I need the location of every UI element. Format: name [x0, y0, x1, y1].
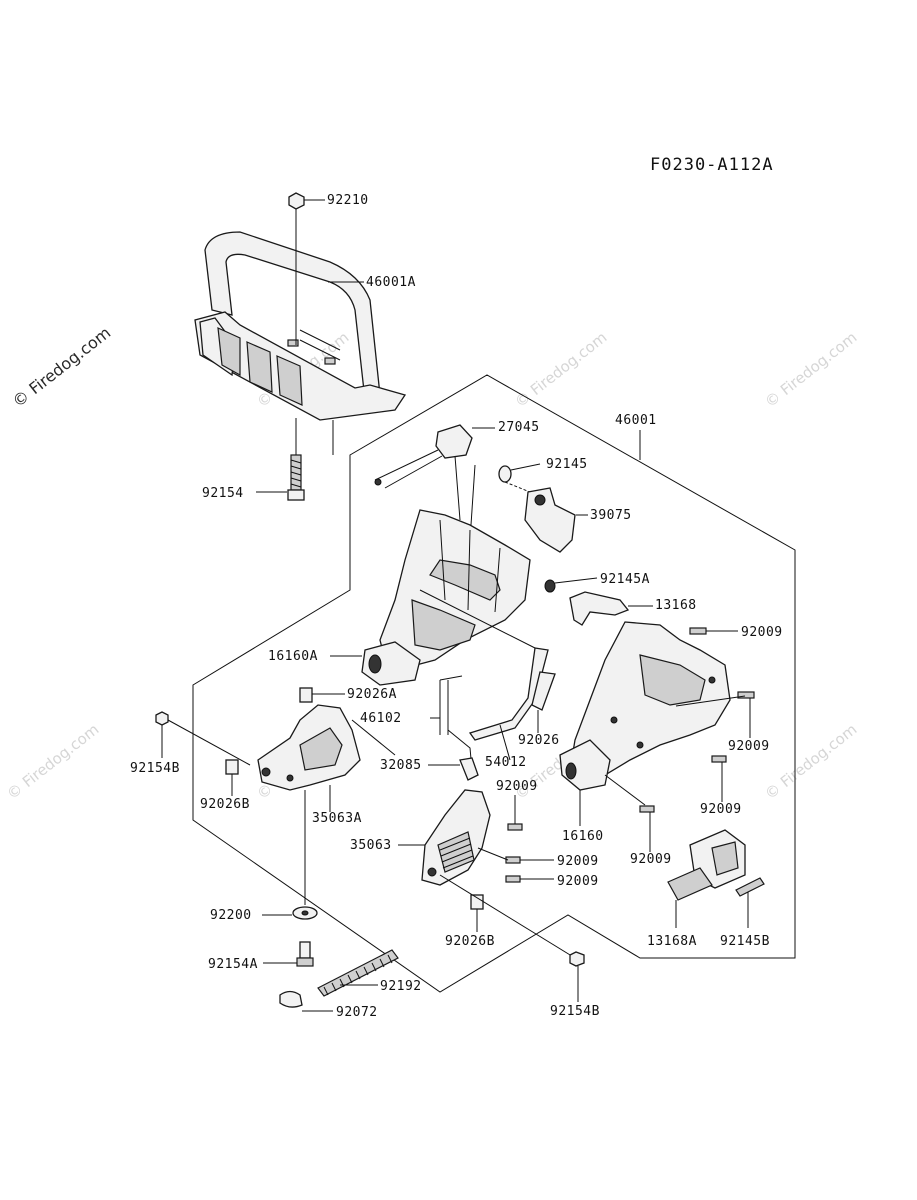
label-35063: 35063: [350, 838, 392, 853]
screw-92009-e: [507, 795, 523, 831]
handle-body-16160: [559, 621, 731, 791]
label-92072: 92072: [336, 1005, 378, 1020]
spring-92145B: [735, 877, 765, 928]
label-32085: 32085: [380, 758, 422, 773]
label-92026A: 92026A: [347, 687, 397, 702]
lever-39075: [524, 487, 576, 553]
watermark-7: © Firedog.com: [761, 720, 860, 803]
switch-wire-27045: [374, 424, 473, 489]
rod-46102: [439, 675, 463, 735]
label-92192: 92192: [380, 979, 422, 994]
clip-92145A: [544, 577, 598, 593]
label-92145B: 92145B: [720, 934, 770, 949]
label-92154: 92154: [202, 486, 244, 501]
watermark-2: © Firedog.com: [511, 328, 610, 411]
bolt-92154A: [263, 941, 314, 967]
clamp-92072: [279, 990, 333, 1012]
collar-92026B-left: [225, 759, 239, 796]
label-92009-f: 92009: [557, 854, 599, 869]
label-13168A: 13168A: [647, 934, 697, 949]
label-54012: 54012: [485, 755, 527, 770]
watermark-4: © Firedog.com: [3, 720, 102, 803]
mount-35063: [421, 789, 491, 886]
label-92145: 92145: [546, 457, 588, 472]
screw-92009-a: [689, 627, 738, 635]
clip-92145: [498, 463, 541, 493]
label-92154B-left: 92154B: [130, 761, 180, 776]
grip-13168A: [667, 829, 746, 928]
assembly-outline: [192, 374, 796, 993]
collar-92026A: [299, 687, 396, 756]
bolt-92154B-left: [155, 711, 251, 766]
label-92145A: 92145A: [600, 572, 650, 587]
screw-92009-f: [505, 856, 554, 864]
label-92200: 92200: [210, 908, 252, 923]
watermark-3: © Firedog.com: [761, 328, 860, 411]
screw-92009-d: [639, 805, 655, 852]
cable-54012: [447, 647, 549, 781]
label-92026B-bottom: 92026B: [445, 934, 495, 949]
watermark-main: © Firedog.com: [9, 323, 114, 411]
label-46102: 46102: [360, 711, 402, 726]
label-92026: 92026: [518, 733, 560, 748]
label-46001: 46001: [615, 413, 657, 428]
label-92009-g: 92009: [557, 874, 599, 889]
label-39075: 39075: [590, 508, 632, 523]
washer-92200: [262, 906, 318, 920]
screw-92009-c: [711, 755, 727, 802]
label-92026B-left: 92026B: [200, 797, 250, 812]
mount-35063A: [257, 704, 361, 791]
spring-92026: [531, 671, 556, 733]
spring-92192: [317, 949, 399, 997]
label-92154A: 92154A: [208, 957, 258, 972]
bolt-92154B-bottom: [439, 874, 585, 1002]
bolt-92154: [287, 454, 305, 501]
diagram-code: F0230-A112A: [650, 155, 774, 175]
screw-92009-g: [505, 875, 554, 883]
label-92009-d: 92009: [630, 852, 672, 867]
label-92154B-bottom: 92154B: [550, 1004, 600, 1019]
trigger-13168: [569, 591, 630, 626]
handle-bar-46001A: [194, 231, 407, 421]
label-92009-b: 92009: [728, 739, 770, 754]
handle-body-16160A: [361, 509, 531, 686]
label-92210: 92210: [327, 193, 369, 208]
label-16160: 16160: [562, 829, 604, 844]
screw-92009-b: [737, 691, 755, 738]
label-46001A: 46001A: [366, 275, 416, 290]
label-92009-c: 92009: [700, 802, 742, 817]
label-27045: 27045: [498, 420, 540, 435]
label-92009-e: 92009: [496, 779, 538, 794]
label-16160A: 16160A: [268, 649, 318, 664]
nut-92210: [288, 192, 325, 345]
label-92009-a: 92009: [741, 625, 783, 640]
label-35063A: 35063A: [312, 811, 362, 826]
label-13168: 13168: [655, 598, 697, 613]
